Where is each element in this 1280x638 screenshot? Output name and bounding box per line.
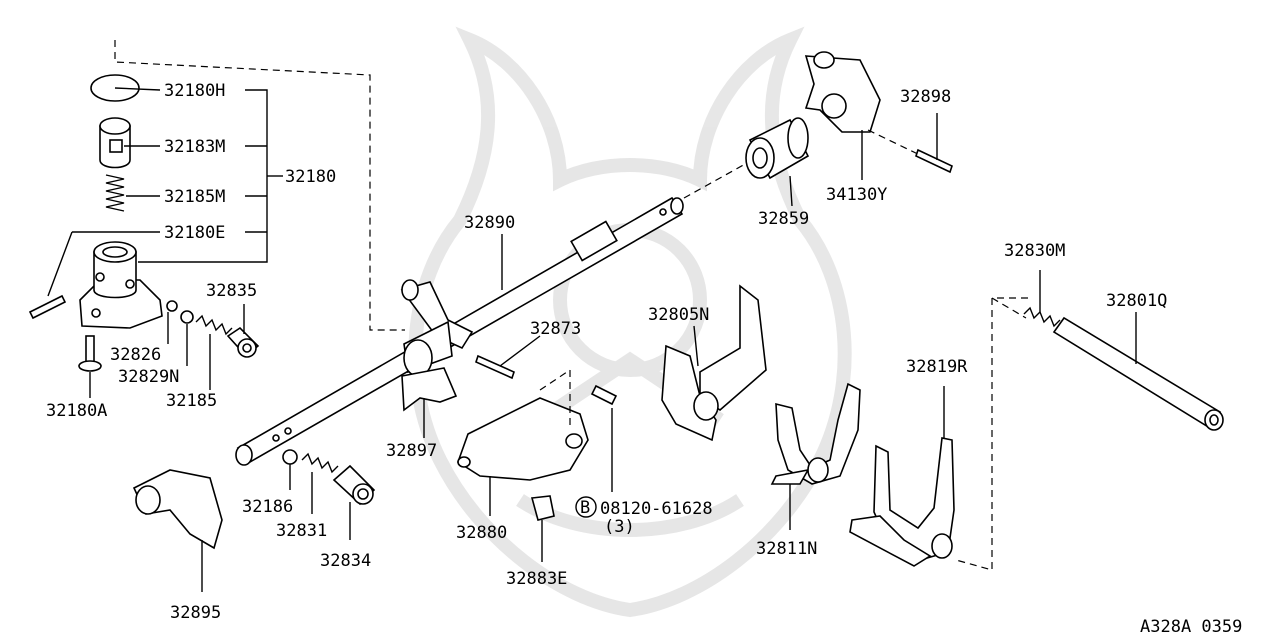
label-32801Q: 32801Q [1106, 291, 1167, 311]
shift-lever [400, 279, 474, 377]
bracket-32897 [401, 367, 458, 412]
plunger-32183M [99, 117, 131, 169]
label-32185M: 32185M [164, 187, 225, 207]
label-32180H: 32180H [164, 81, 225, 101]
bracket-34130Y [804, 51, 881, 133]
bolt-callout: B 08120-61628 (3) [575, 496, 713, 537]
label-32186: 32186 [242, 497, 293, 517]
label-bolt-qty: (3) [604, 517, 635, 537]
label-32180E: 32180E [164, 223, 225, 243]
label-32859: 32859 [758, 209, 809, 229]
label-32873: 32873 [530, 319, 581, 339]
housing-32180 [79, 241, 163, 329]
label-32898: 32898 [900, 87, 951, 107]
collar-32859 [745, 117, 810, 180]
plate-32880 [457, 397, 589, 481]
label-32835: 32835 [206, 281, 257, 301]
label-32834: 32834 [320, 551, 371, 571]
diagram-code: A328A 0359 [1140, 617, 1242, 637]
label-32895: 32895 [170, 603, 221, 623]
label-32185: 32185 [166, 391, 217, 411]
label-32826: 32826 [110, 345, 161, 365]
fork-32805N [661, 284, 767, 442]
label-34130Y: 34130Y [826, 185, 887, 205]
label-32830M: 32830M [1004, 241, 1065, 261]
rod-32801Q [1052, 316, 1224, 431]
label-32183M: 32183M [164, 137, 225, 157]
assembly-32180 [28, 40, 405, 398]
bolt-marker: B [580, 498, 590, 518]
plug-32835 [226, 326, 260, 358]
label-32819R: 32819R [906, 357, 968, 377]
bolt-32180A [78, 335, 102, 372]
bracket-32895 [132, 469, 223, 550]
fork-32811N [770, 382, 861, 485]
fork-32819R [849, 437, 955, 567]
label-32180A: 32180A [46, 401, 107, 421]
label-32890: 32890 [464, 213, 515, 233]
label-32897: 32897 [386, 441, 437, 461]
sleeve-32834 [332, 464, 376, 506]
bolt-marker-circle [575, 496, 597, 518]
label-32831: 32831 [276, 521, 327, 541]
label-32829N: 32829N [118, 367, 179, 387]
label-bolt-number: 08120-61628 [600, 499, 713, 519]
label-32805N: 32805N [648, 305, 709, 325]
label-32883E: 32883E [506, 569, 567, 589]
label-32880: 32880 [456, 523, 507, 543]
label-32811N: 32811N [756, 539, 817, 559]
label-32180: 32180 [285, 167, 336, 187]
